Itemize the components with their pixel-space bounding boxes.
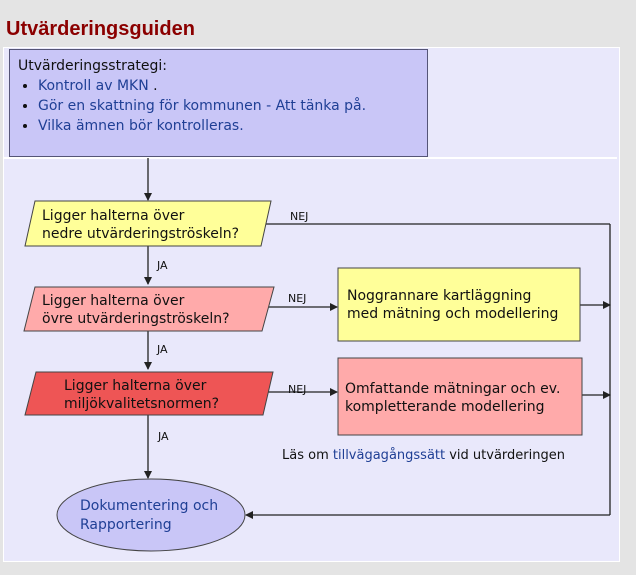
decision-3-shape [24,371,274,416]
decision-2-shape [23,286,275,332]
strategy-list: Kontroll av MKN . Gör en skattning för k… [18,78,427,134]
decision-1-line1: Ligger halterna över [42,208,185,224]
strategy-box: Utvärderingsstrategi: Kontroll av MKN . … [9,49,428,157]
info-suffix: vid utvärderingen [445,448,565,463]
strategy-item: Kontroll av MKN . [38,78,427,94]
strategy-link-kontroll[interactable]: Kontroll av MKN [38,78,149,94]
label-yes-1: JA [156,259,168,272]
action-2-shape [337,357,583,436]
label-yes-2: JA [156,343,168,356]
action-1-line2: med mätning och modellering [347,306,558,322]
decision-3-line1: Ligger halterna över [64,378,207,394]
action-2-line2: kompletterande modellering [345,399,544,415]
page-title: Utvärderingsguiden [6,18,195,40]
strategy-link-amnen[interactable]: Vilka ämnen bör kontrolleras. [38,118,244,134]
strategy-heading: Utvärderingsstrategi: [18,58,168,74]
action-1-line1: Noggrannare kartläggning [347,288,531,304]
decision-2-line2: övre utvärderingströskeln? [42,311,230,327]
label-no-2: NEJ [288,292,306,305]
end-node-shape [56,478,246,552]
label-no-1: NEJ [290,210,308,223]
info-prefix: Läs om [282,448,333,463]
strategy-link-skattning[interactable]: Gör en skattning för kommunen - Att tänk… [38,98,367,114]
info-link-tillvagagangssatt[interactable]: tillvägagångssätt [332,448,446,463]
decision-1-shape [24,200,272,247]
strategy-item-suffix: . [148,78,158,94]
strategy-item: Gör en skattning för kommunen - Att tänk… [38,98,427,114]
strategy-item: Vilka ämnen bör kontrolleras. [38,118,427,134]
decision-3-line2: miljökvalitetsnormen? [64,396,219,412]
end-node-line2[interactable]: Rapportering [80,517,172,533]
label-yes-3: JA [157,430,169,443]
info-text: Läs om tillvägagångssätt vid utvärdering… [282,448,565,463]
label-no-3: NEJ [288,383,306,396]
decision-2-line1: Ligger halterna över [42,293,185,309]
decision-1-line2: nedre utvärderingströskeln? [42,226,239,242]
action-2-line1: Omfattande mätningar och ev. [345,381,560,397]
action-1-shape [337,267,581,342]
end-node-line1[interactable]: Dokumentering och [80,498,218,514]
